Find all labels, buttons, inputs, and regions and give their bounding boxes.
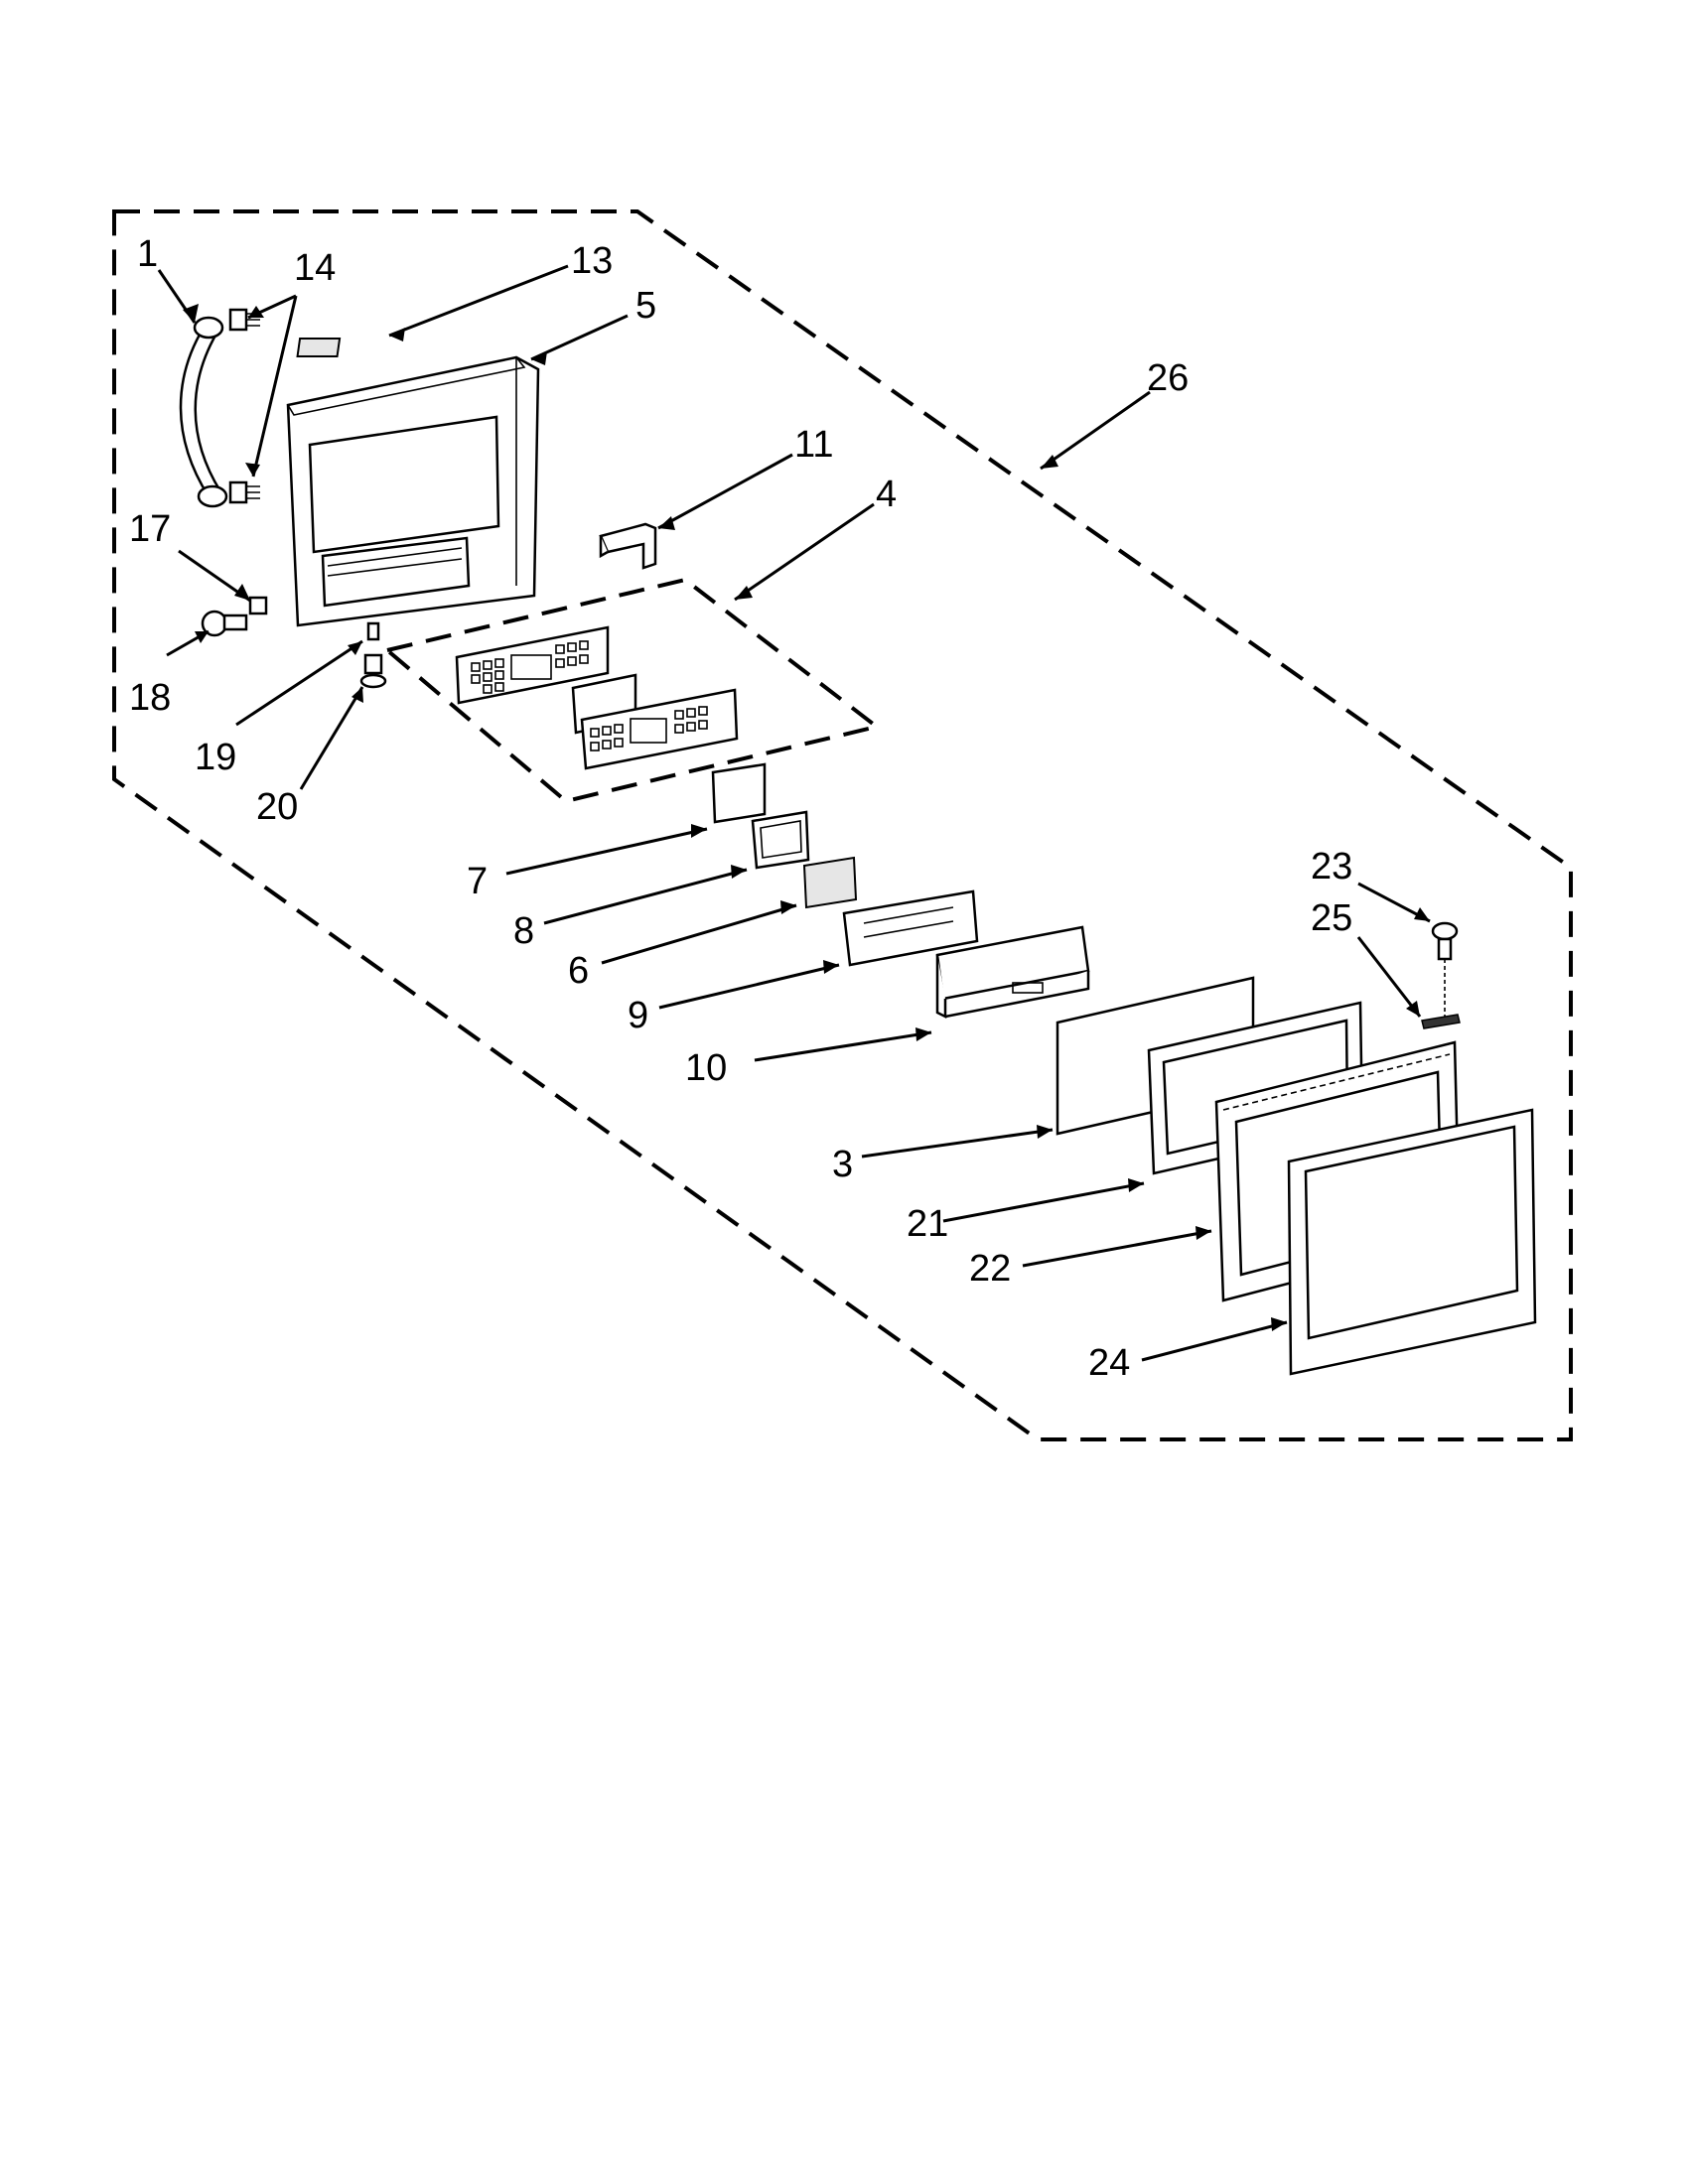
label-part bbox=[296, 338, 342, 357]
callout-20: 20 bbox=[256, 786, 298, 828]
fastener-part-18 bbox=[201, 610, 248, 637]
callout-7: 7 bbox=[467, 861, 488, 902]
callout-13: 13 bbox=[571, 240, 613, 282]
callout-14: 14 bbox=[294, 247, 336, 289]
housing-part-10 bbox=[935, 925, 1090, 1020]
callout-5: 5 bbox=[635, 285, 656, 327]
callout-10: 10 bbox=[685, 1047, 727, 1089]
bracket-part bbox=[599, 522, 657, 570]
bezel-part-8 bbox=[751, 810, 810, 870]
callout-3: 3 bbox=[832, 1144, 853, 1185]
arrowheads bbox=[183, 304, 1430, 1331]
screw-part-19-20 bbox=[359, 621, 387, 689]
outer-frame-part-24 bbox=[1287, 1108, 1537, 1376]
callout-8: 8 bbox=[513, 910, 534, 952]
clip-part-25 bbox=[1421, 1014, 1461, 1029]
callout-25: 25 bbox=[1311, 897, 1352, 939]
callout-17: 17 bbox=[129, 508, 171, 550]
door-frame-part bbox=[286, 355, 540, 627]
callout-labels: 1 14 13 5 26 11 4 17 18 19 20 7 8 6 9 10… bbox=[129, 233, 1352, 1384]
callout-1: 1 bbox=[137, 233, 158, 275]
callout-21: 21 bbox=[907, 1203, 948, 1245]
screw-part-23 bbox=[1431, 921, 1459, 1018]
handle-part bbox=[179, 316, 228, 508]
callout-9: 9 bbox=[628, 995, 648, 1036]
board-part-7 bbox=[711, 762, 767, 824]
fastener-part-17 bbox=[248, 596, 268, 615]
callout-26: 26 bbox=[1147, 357, 1189, 399]
circuit-board-part-9 bbox=[842, 889, 979, 967]
callout-19: 19 bbox=[195, 737, 236, 778]
display-part-6 bbox=[802, 856, 858, 909]
callout-4: 4 bbox=[876, 474, 897, 515]
callout-11: 11 bbox=[794, 424, 833, 466]
callout-22: 22 bbox=[969, 1248, 1011, 1290]
control-panel-part bbox=[455, 625, 739, 770]
control-panel-boundary bbox=[382, 577, 882, 804]
callout-23: 23 bbox=[1311, 846, 1352, 887]
callout-6: 6 bbox=[568, 950, 589, 992]
callout-18: 18 bbox=[129, 677, 171, 719]
screw-part bbox=[228, 308, 260, 504]
callout-24: 24 bbox=[1088, 1342, 1130, 1384]
assembly-boundary bbox=[112, 209, 1573, 1441]
